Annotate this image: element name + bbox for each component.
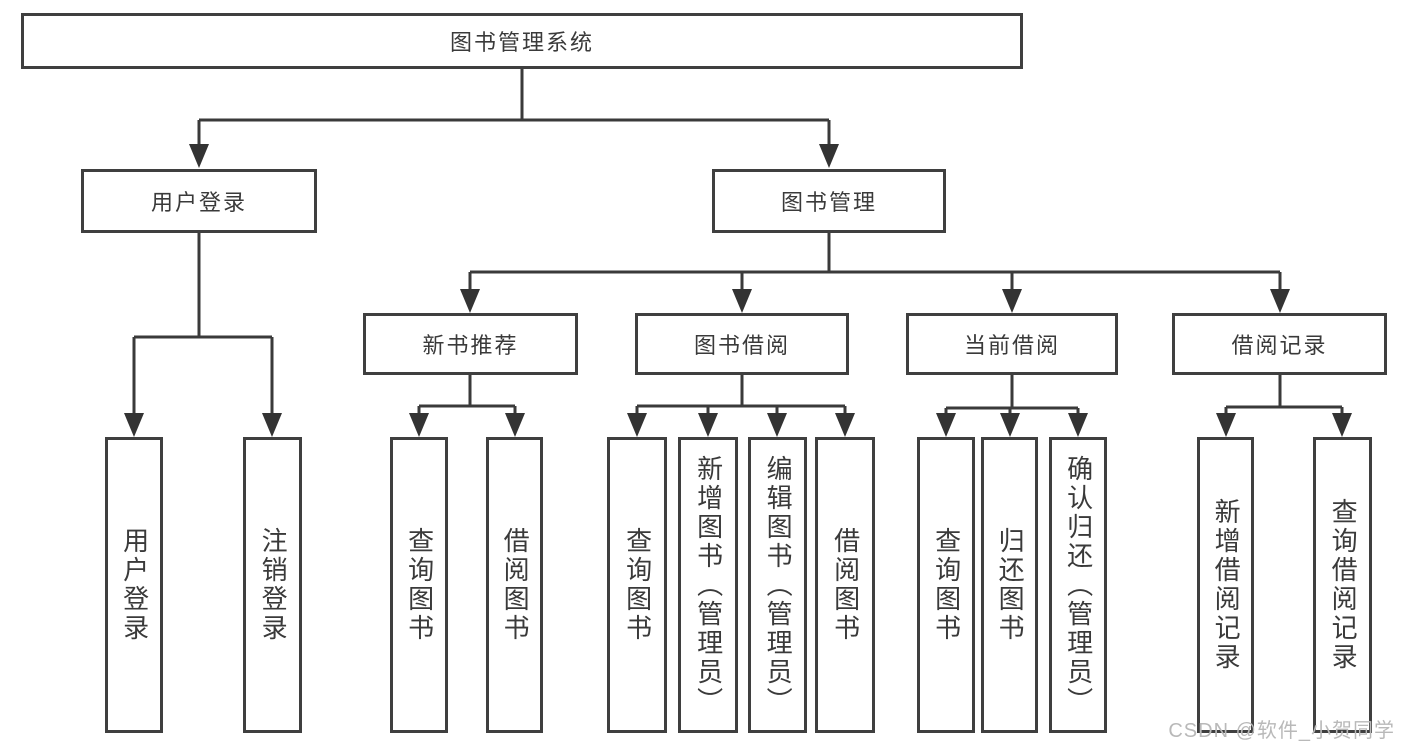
node-new-book-recommend: 新书推荐: [363, 313, 578, 375]
csdn-watermark: CSDN @软件_小贺同学: [1168, 720, 1395, 742]
node-book-management: 图书管理: [712, 169, 946, 233]
node-library-management-system: 图书管理系统: [21, 13, 1023, 69]
leaf-edit-book-admin: 编辑图书（管理员）: [748, 437, 807, 733]
leaf-add-book-admin-label: 新增图书（管理员）: [693, 454, 724, 716]
node-new-book-recommend-label: 新书推荐: [422, 333, 519, 358]
node-library-management-system-label: 图书管理系统: [449, 30, 594, 55]
leaf-borrow-books-recommend-label: 借阅图书: [500, 527, 531, 643]
leaf-borrow-books-label: 借阅图书: [830, 527, 861, 643]
leaf-confirm-return-admin-label: 确认归还（管理员）: [1063, 454, 1094, 716]
connector-new-book-recommend-to-leaves: [417, 375, 517, 418]
node-book-management-label: 图书管理: [780, 190, 877, 215]
leaf-query-books-current-label: 查询图书: [931, 527, 962, 643]
leaf-query-books-recommend-label: 查询图书: [404, 527, 435, 643]
leaf-return-book: 归还图书: [981, 437, 1038, 733]
leaf-query-books-borrow: 查询图书: [607, 437, 667, 733]
connector-book-management-to-level3: [468, 233, 1282, 292]
node-book-borrow: 图书借阅: [635, 313, 849, 375]
node-borrow-records: 借阅记录: [1172, 313, 1387, 375]
leaf-borrow-books: 借阅图书: [815, 437, 875, 733]
connector-user-login-to-leaves: [132, 233, 274, 418]
leaf-query-borrow-record-label: 查询借阅记录: [1328, 498, 1359, 672]
connector-borrow-records-to-leaves: [1224, 375, 1344, 418]
node-book-borrow-label: 图书借阅: [693, 333, 790, 358]
leaf-confirm-return-admin: 确认归还（管理员）: [1049, 437, 1107, 733]
leaf-add-borrow-record: 新增借阅记录: [1197, 437, 1254, 733]
leaf-edit-book-admin-label: 编辑图书（管理员）: [763, 454, 794, 716]
leaf-borrow-books-recommend: 借阅图书: [486, 437, 543, 733]
leaf-user-login-label: 用户登录: [119, 527, 150, 643]
leaf-query-books-recommend: 查询图书: [390, 437, 448, 733]
leaf-query-borrow-record: 查询借阅记录: [1313, 437, 1372, 733]
node-user-login-label: 用户登录: [150, 190, 247, 215]
node-borrow-records-label: 借阅记录: [1231, 333, 1328, 358]
leaf-return-book-label: 归还图书: [995, 527, 1026, 643]
leaf-add-borrow-record-label: 新增借阅记录: [1211, 498, 1242, 672]
leaf-user-login: 用户登录: [105, 437, 163, 733]
connector-root-to-level2: [197, 68, 831, 148]
node-user-login: 用户登录: [81, 169, 317, 233]
arrowheads: [124, 144, 1352, 437]
node-current-borrow: 当前借阅: [906, 313, 1118, 375]
leaf-query-books-current: 查询图书: [917, 437, 975, 733]
connector-book-borrow-to-leaves: [635, 375, 847, 418]
leaf-query-books-borrow-label: 查询图书: [622, 527, 653, 643]
leaf-add-book-admin: 新增图书（管理员）: [678, 437, 738, 733]
leaf-logout: 注销登录: [243, 437, 302, 733]
node-current-borrow-label: 当前借阅: [963, 333, 1060, 358]
leaf-logout-label: 注销登录: [258, 527, 289, 643]
connector-current-borrow-to-leaves: [944, 375, 1080, 418]
